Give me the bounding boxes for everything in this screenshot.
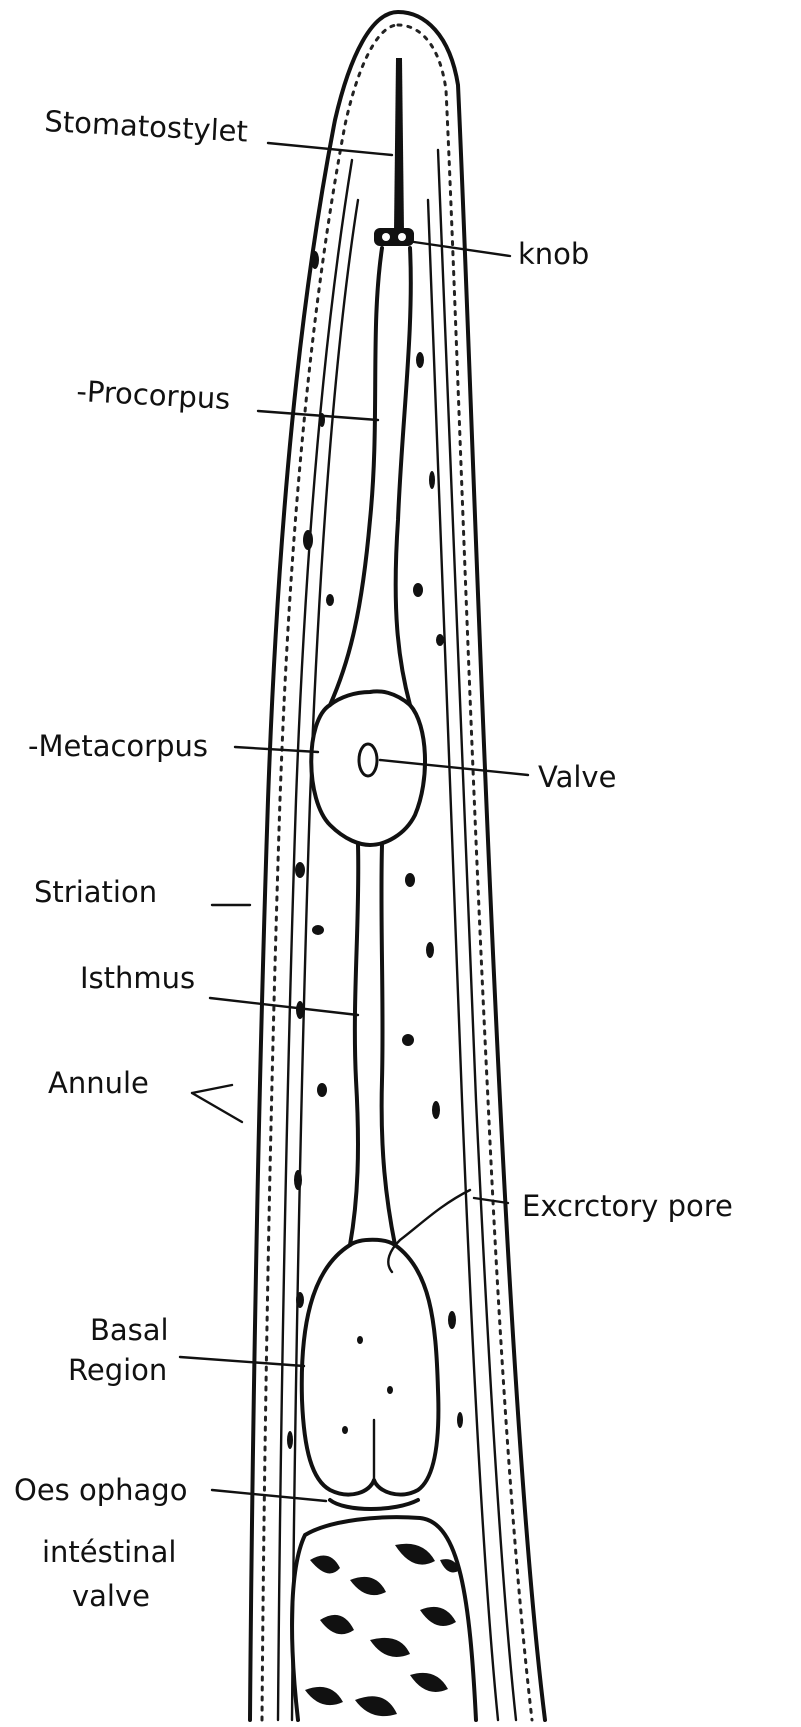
excretory-canal xyxy=(388,1190,470,1272)
leader-metacorpus xyxy=(235,747,318,752)
isthmus-outline xyxy=(350,845,395,1245)
label-annule: Annule xyxy=(48,1066,149,1100)
label-excretory-pore: Excrctory pore xyxy=(522,1189,733,1223)
label-oesophago-line2: intéstinal xyxy=(42,1535,176,1569)
label-knob: knob xyxy=(518,237,589,271)
label-valve: Valve xyxy=(538,760,616,794)
label-basal-region-line1: Basal xyxy=(90,1313,169,1347)
metacorpus-valve xyxy=(359,744,377,776)
oesophagus xyxy=(292,58,476,1720)
label-oesophago-line1: Oes ophago xyxy=(14,1473,187,1507)
label-basal-region-line2: Region xyxy=(68,1353,167,1387)
leader-annule xyxy=(192,1085,242,1122)
label-stomatostylet: Stomatostylet xyxy=(44,104,249,149)
leader-oesophago-intestinal-valve xyxy=(212,1490,326,1501)
body-wall-inner-left xyxy=(278,160,352,1720)
leader-valve xyxy=(380,760,528,775)
body-wall-inner-right xyxy=(438,150,516,1720)
stomatostylet-shaft xyxy=(394,58,404,232)
leader-isthmus xyxy=(210,998,358,1015)
oesophago-intestinal-valve xyxy=(330,1500,418,1509)
label-procorpus: -Procorpus xyxy=(76,374,232,416)
labels: Stomatostylet knob -Procorpus -Metacorpu… xyxy=(14,104,733,1613)
lateral-line-right xyxy=(428,200,498,1720)
label-oesophago-line3: valve xyxy=(72,1579,150,1613)
leader-basal-region xyxy=(180,1357,304,1366)
label-striation: Striation xyxy=(34,875,157,909)
body-outline xyxy=(250,12,545,1720)
leader-excretory-pore xyxy=(474,1198,508,1203)
stylet-knob xyxy=(374,228,414,246)
label-metacorpus: -Metacorpus xyxy=(28,729,208,763)
basal-region-bulb xyxy=(302,1240,439,1495)
intestine-granules xyxy=(305,1544,460,1716)
metacorpus-bulb xyxy=(311,691,425,845)
label-isthmus: Isthmus xyxy=(80,961,195,995)
leader-knob xyxy=(414,242,510,256)
leader-procorpus xyxy=(258,411,378,420)
